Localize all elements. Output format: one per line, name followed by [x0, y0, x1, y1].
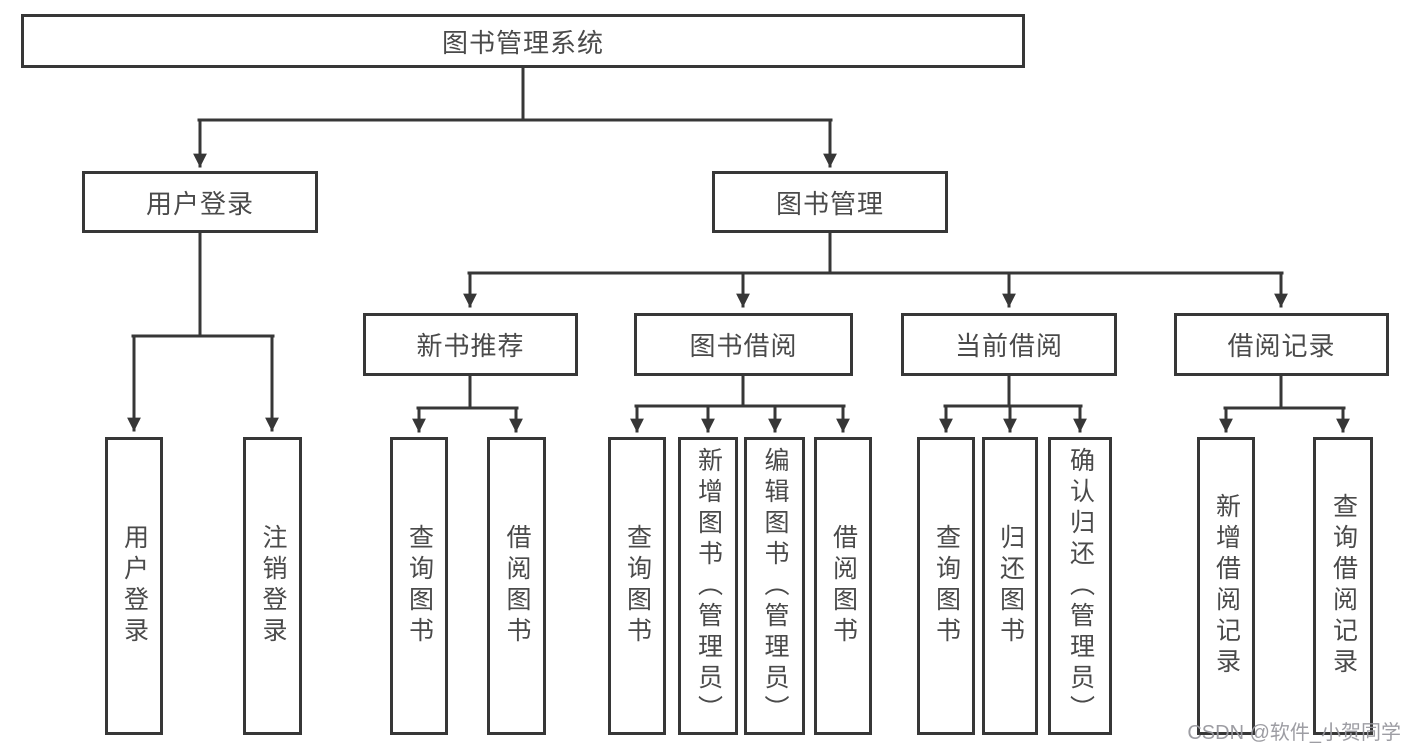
node-book-borrow: 图书借阅 [634, 313, 853, 376]
node-label: 借阅记录 [1227, 331, 1336, 361]
node-label: 新书推荐 [416, 331, 525, 361]
node-user-login: 用户登录 [82, 171, 318, 233]
node-current-borrow: 当前借阅 [901, 313, 1117, 376]
leaf-borrow-add-books-admin: 新增图书（管理员） [678, 437, 738, 735]
leaf-current-confirm-return-admin: 确认归还（管理员） [1048, 437, 1112, 735]
leaf-borrow-edit-books-admin: 编辑图书（管理员） [744, 437, 805, 735]
leaf-current-return-books: 归还图书 [982, 437, 1038, 735]
node-label: 图书借阅 [689, 331, 798, 361]
node-label: 借阅图书 [503, 524, 531, 648]
node-label: 用户登录 [120, 524, 149, 648]
node-label: 查询借阅记录 [1329, 493, 1358, 679]
leaf-records-query-record: 查询借阅记录 [1313, 437, 1373, 735]
node-label: 新增图书（管理员） [694, 446, 723, 726]
leaf-recommend-borrow-books: 借阅图书 [487, 437, 546, 735]
node-label: 用户登录 [145, 188, 254, 219]
node-new-book-recommend: 新书推荐 [363, 313, 578, 376]
leaf-borrow-query-books: 查询图书 [608, 437, 666, 735]
leaf-borrow-borrow-books: 借阅图书 [814, 437, 872, 735]
node-label: 确认归还（管理员） [1066, 446, 1095, 726]
node-label: 注销登录 [259, 524, 287, 648]
node-label: 新增借阅记录 [1212, 493, 1241, 679]
leaf-logout: 注销登录 [243, 437, 302, 735]
node-borrow-records: 借阅记录 [1174, 313, 1389, 376]
node-label: 图书管理系统 [441, 27, 604, 58]
leaf-records-add-record: 新增借阅记录 [1197, 437, 1255, 735]
node-label: 编辑图书（管理员） [761, 446, 789, 726]
node-label: 归还图书 [996, 524, 1025, 648]
node-label: 当前借阅 [954, 331, 1063, 361]
csdn-watermark: CSDN @软件_小贺同学 [1187, 722, 1401, 744]
node-label: 查询图书 [623, 524, 652, 648]
node-label: 查询图书 [932, 524, 961, 648]
node-book-management: 图书管理 [712, 171, 948, 233]
node-label: 图书管理 [775, 188, 884, 219]
node-library-system: 图书管理系统 [21, 14, 1025, 68]
leaf-current-query-books: 查询图书 [917, 437, 975, 735]
leaf-recommend-query-books: 查询图书 [390, 437, 448, 735]
node-label: 查询图书 [405, 524, 434, 648]
node-label: 借阅图书 [829, 524, 858, 648]
leaf-user-login: 用户登录 [105, 437, 163, 735]
